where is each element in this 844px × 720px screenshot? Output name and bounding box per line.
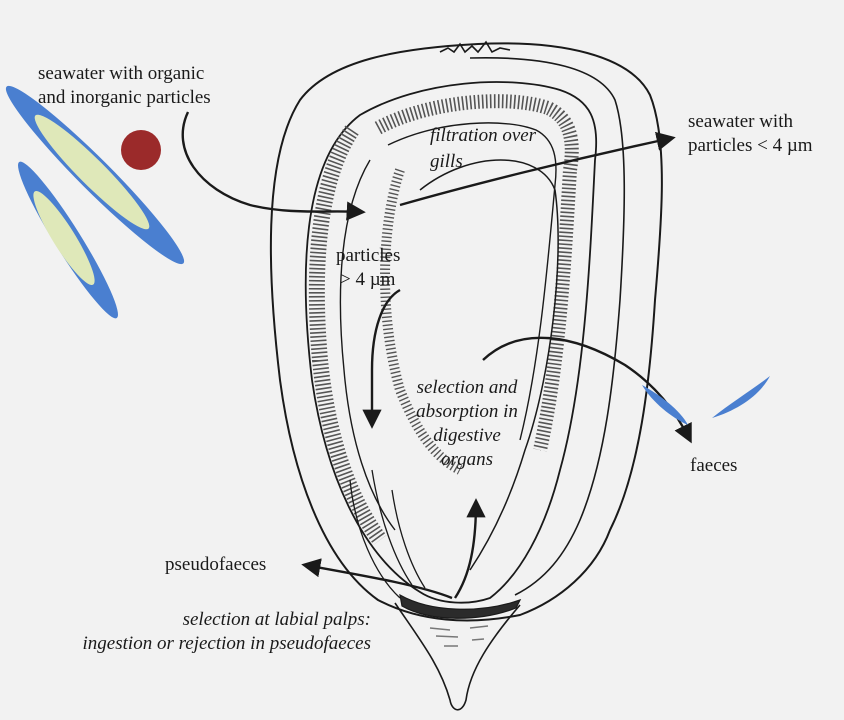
gill-band-left — [317, 130, 380, 540]
label-palps-line1: selection at labial palps: — [0, 608, 371, 632]
label-pseudofaeces: pseudofaeces — [165, 553, 266, 577]
arrow-ingestion — [455, 502, 476, 598]
label-palps-line2: ingestion or rejection in pseudofaeces — [0, 632, 371, 656]
label-seawater-out-line2: particles < 4 µm — [688, 134, 813, 158]
arrow-large-particles — [372, 290, 400, 425]
label-selection-line4: organs — [402, 448, 532, 472]
label-selection-line3: digestive — [402, 424, 532, 448]
label-filtration-line1: filtration over — [430, 124, 536, 148]
faeces-pellets — [642, 376, 770, 425]
foot-stipple — [430, 626, 488, 646]
label-particles-large-line1: particles — [336, 244, 400, 268]
label-seawater-in-line1: seawater with organic — [38, 62, 204, 86]
label-selection-line1: selection and — [402, 376, 532, 400]
palps — [350, 470, 425, 598]
label-particles-large-line2: > 4 µm — [340, 268, 395, 292]
label-seawater-in-line2: and inorganic particles — [38, 86, 211, 110]
particle-round — [121, 130, 161, 170]
label-seawater-out-line1: seawater with — [688, 110, 793, 134]
label-faeces: faeces — [690, 454, 737, 478]
digestive-outline — [420, 160, 558, 570]
label-filtration-line2: gills — [430, 150, 463, 174]
label-selection-line2: absorption in — [402, 400, 532, 424]
